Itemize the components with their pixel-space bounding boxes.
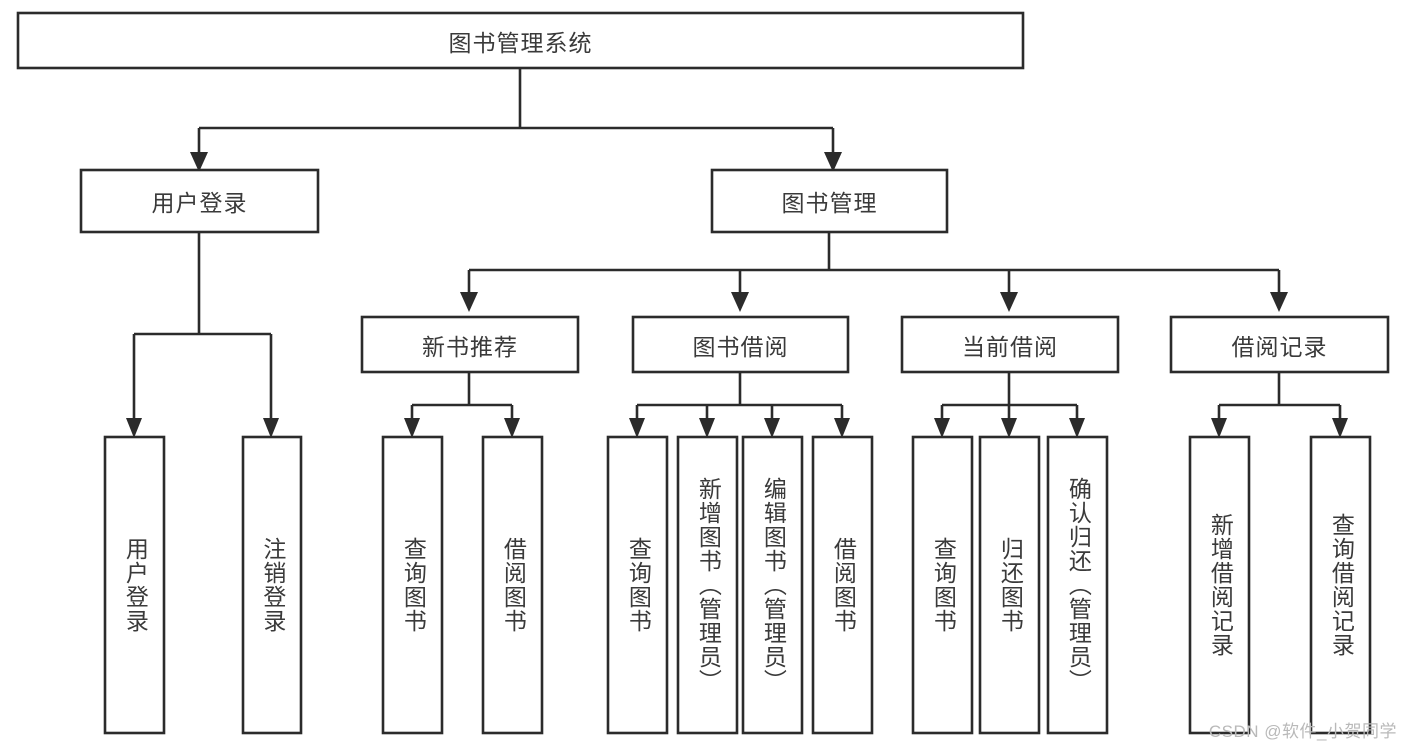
node-book-management[interactable]: [710, 168, 949, 234]
watermark: CSDN @软件_小贺同学: [1208, 722, 1397, 741]
node-root-system[interactable]: [16, 11, 1025, 70]
leaf-borrow-0[interactable]: [606, 435, 669, 735]
leaf-current-2[interactable]: [1046, 435, 1109, 735]
node-new-book-rec[interactable]: [360, 315, 580, 374]
leaf-current-0[interactable]: [911, 435, 974, 735]
leaf-new-book-0[interactable]: [381, 435, 444, 735]
leaf-current-1[interactable]: [978, 435, 1041, 735]
leaf-borrow-2[interactable]: [741, 435, 804, 735]
leaf-records-1[interactable]: [1309, 435, 1372, 735]
leaf-new-book-1[interactable]: [481, 435, 544, 735]
node-book-borrow[interactable]: [631, 315, 850, 374]
node-borrow-records[interactable]: [1169, 315, 1390, 374]
arrow-heads: [126, 152, 1348, 438]
node-user-login[interactable]: [79, 168, 320, 234]
node-current-borrow[interactable]: [900, 315, 1120, 374]
leaf-borrow-1[interactable]: [676, 435, 739, 735]
leaf-user-login-0[interactable]: [103, 435, 166, 735]
leaf-borrow-3[interactable]: [811, 435, 874, 735]
leaf-records-0[interactable]: [1188, 435, 1251, 735]
leaf-user-login-1[interactable]: [241, 435, 303, 735]
